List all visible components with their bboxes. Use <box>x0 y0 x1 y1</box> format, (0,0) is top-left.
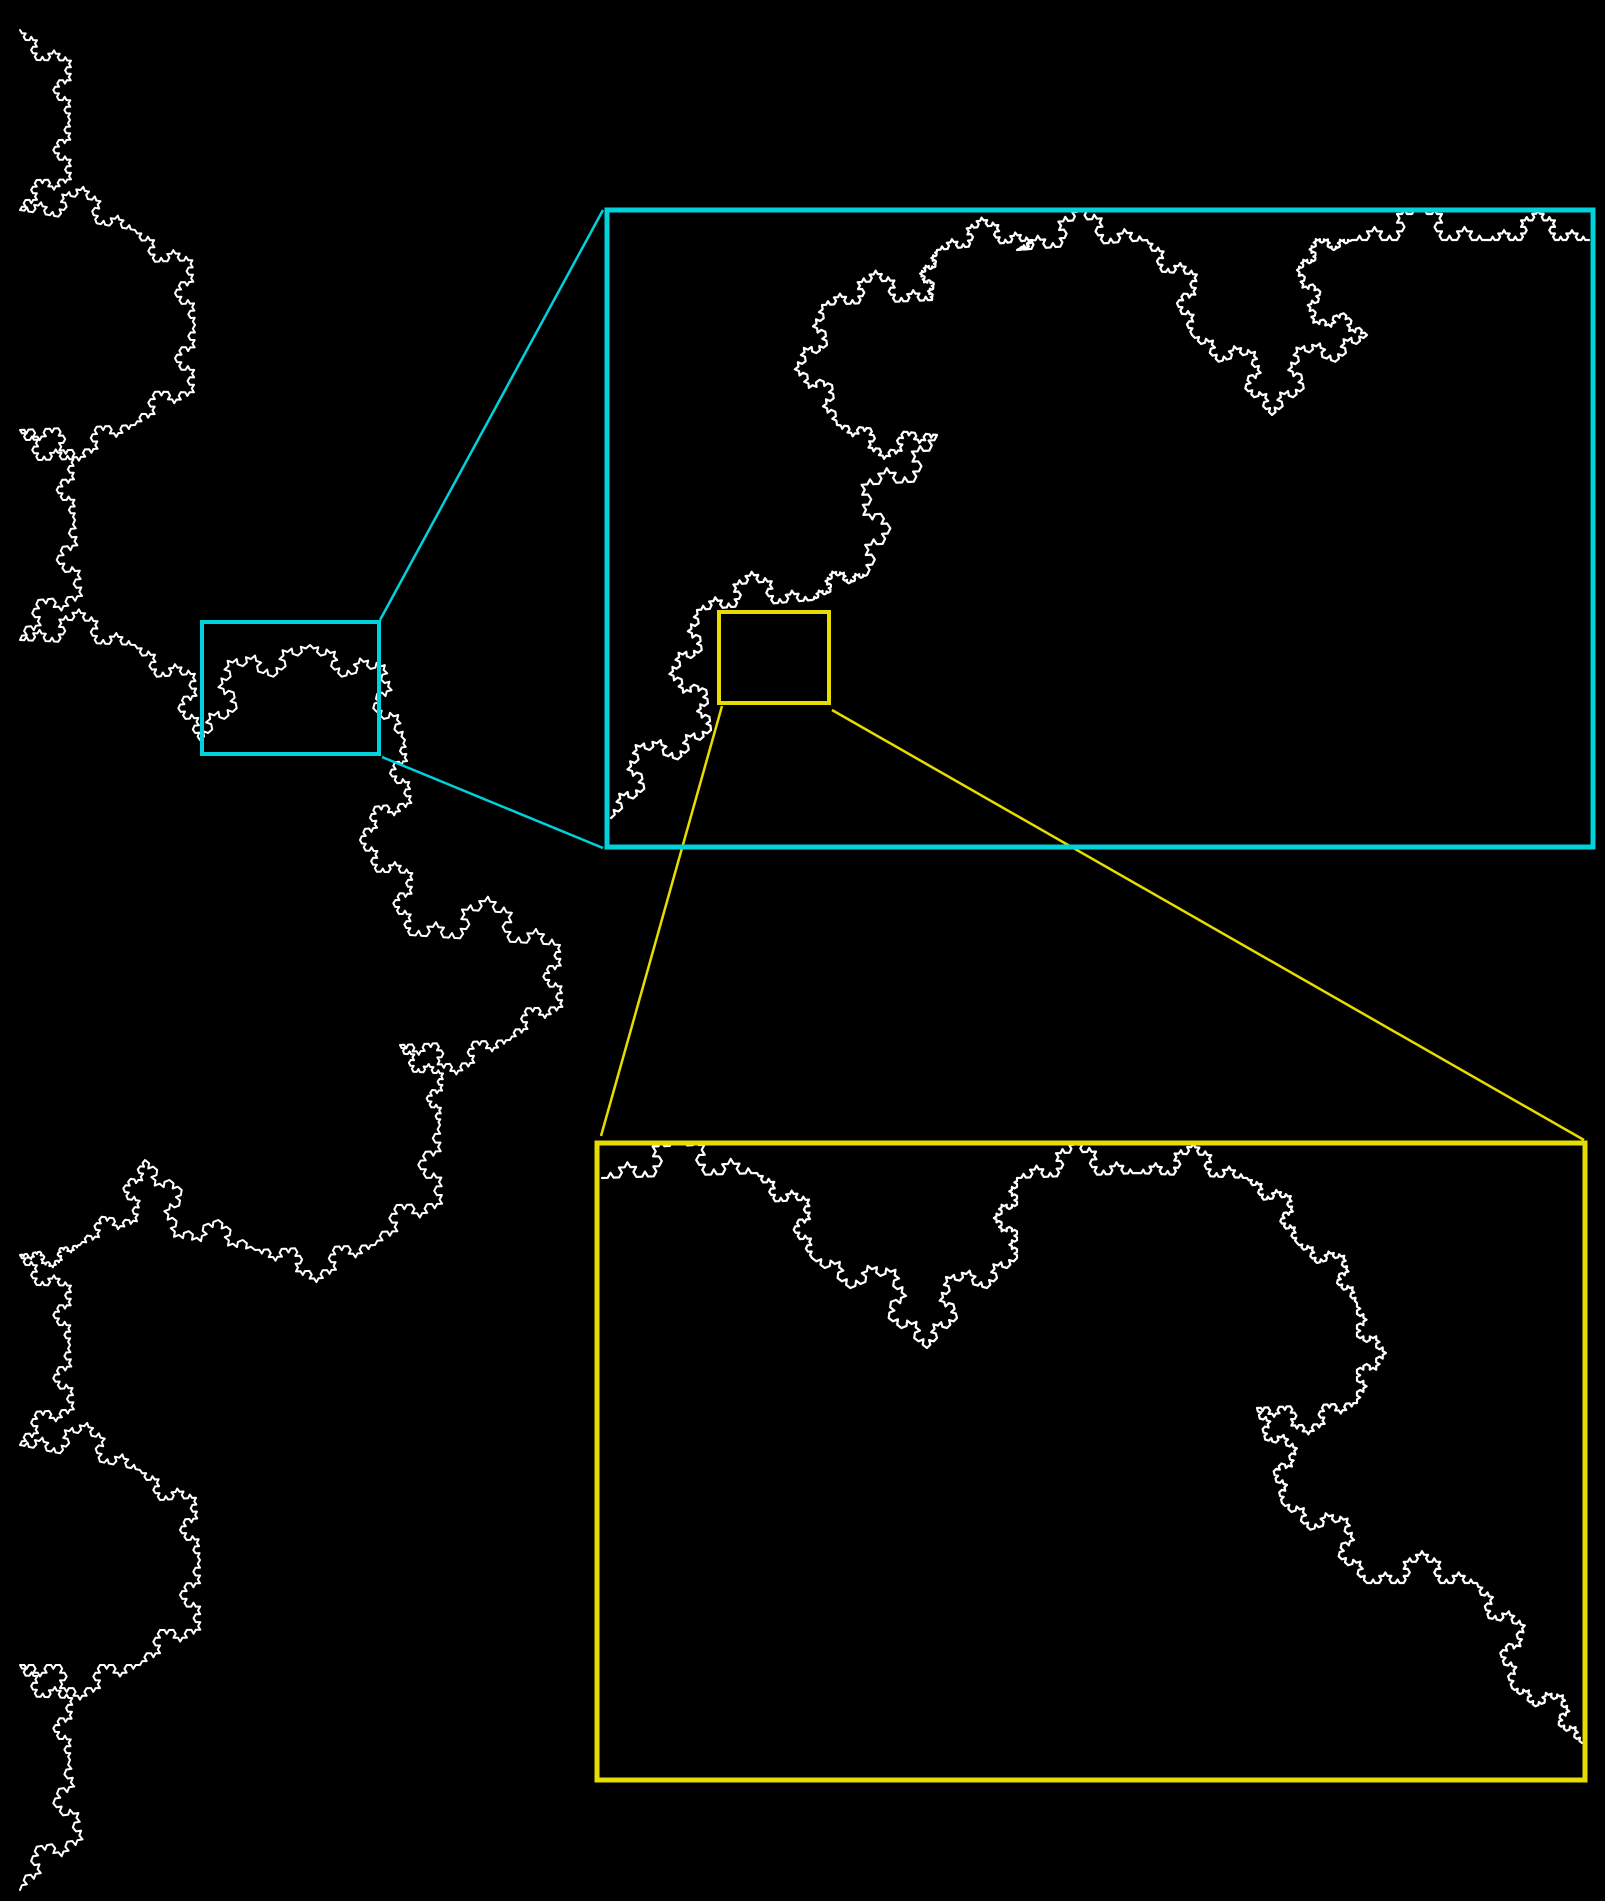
koch-zoom-figure <box>0 0 1605 1901</box>
background <box>0 0 1605 1901</box>
